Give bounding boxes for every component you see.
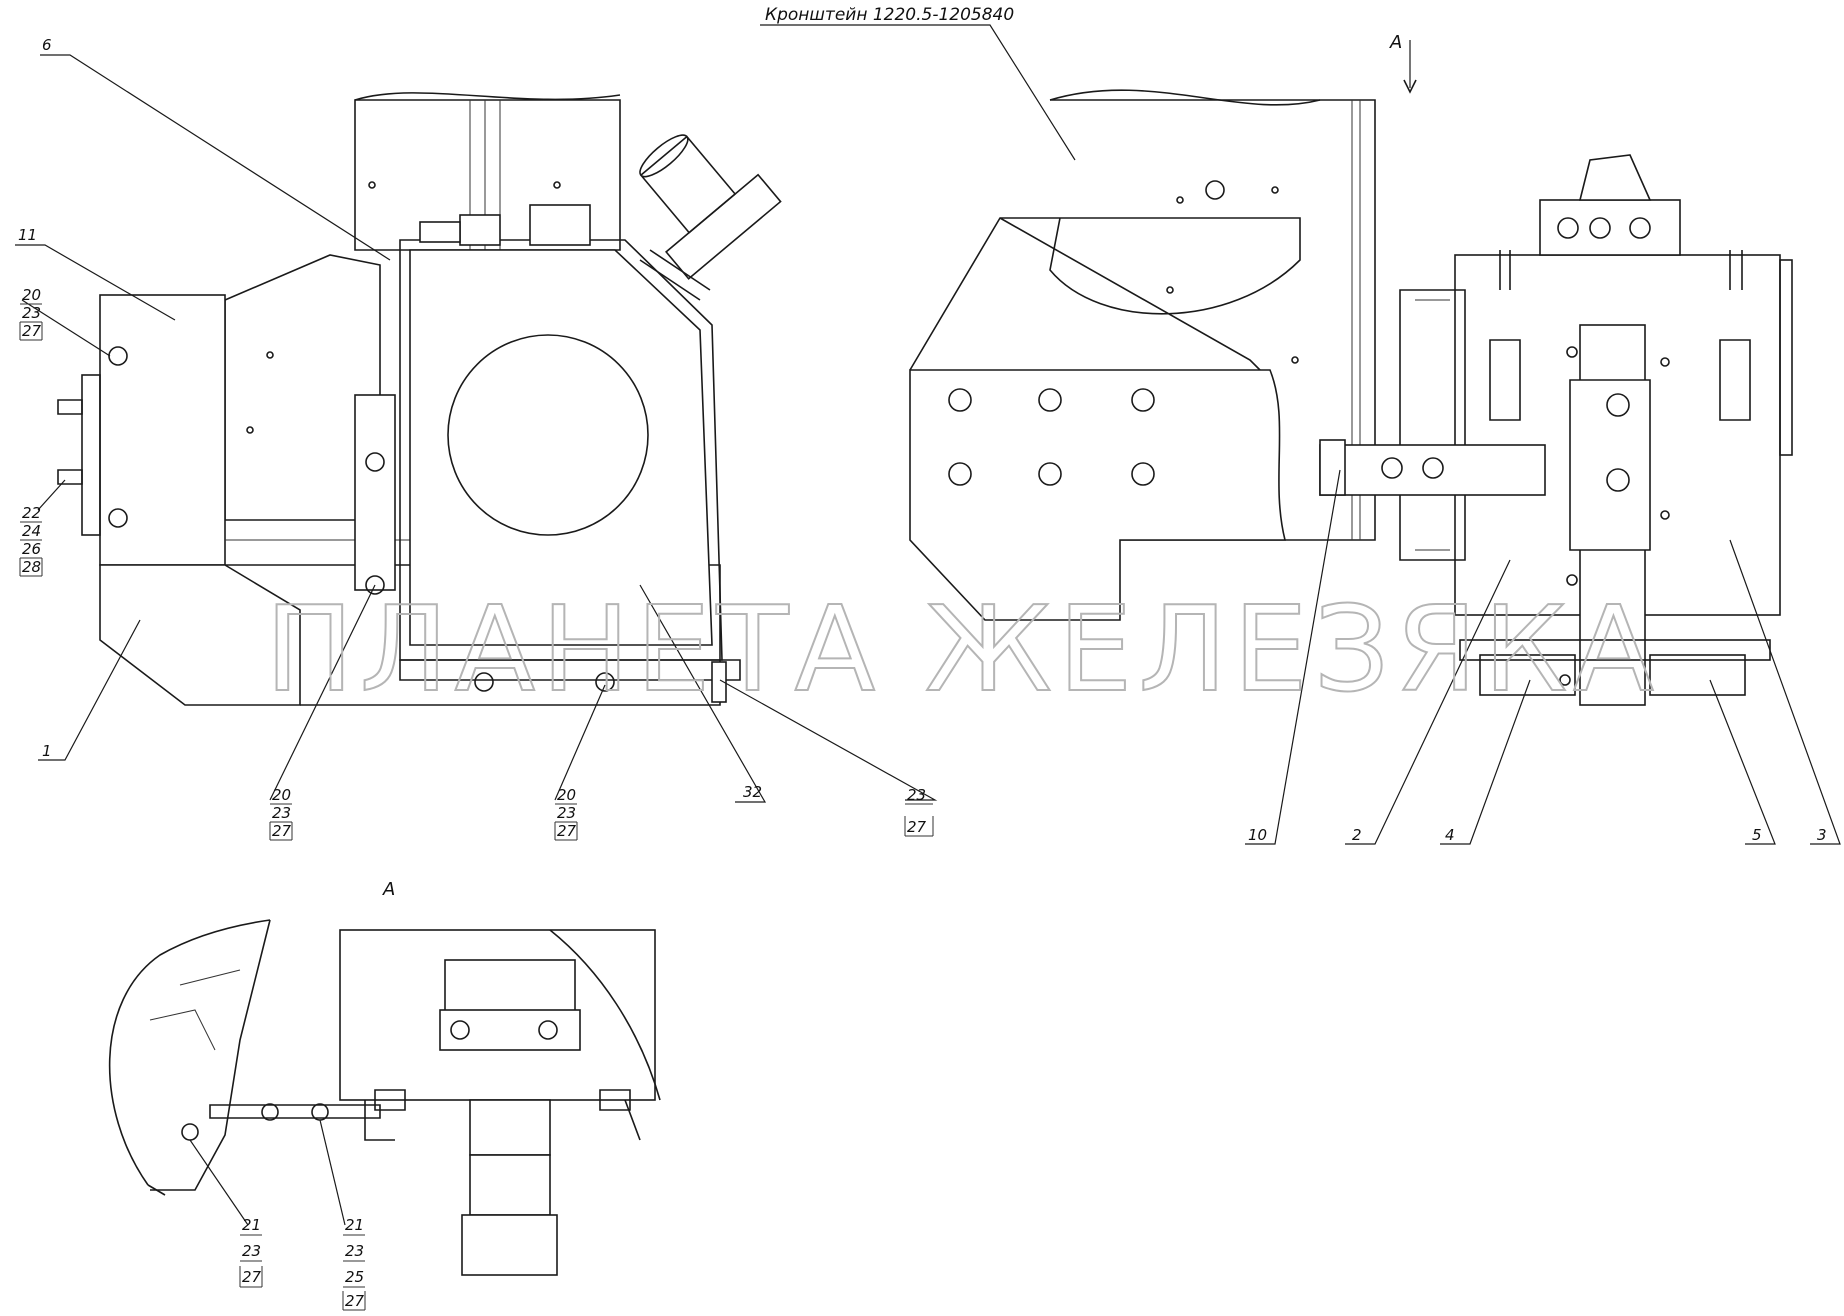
callout-4: 4 xyxy=(1445,826,1455,844)
leader-lines xyxy=(15,24,1841,1226)
stack-item: 20 xyxy=(557,786,576,804)
stack-item: 23 xyxy=(345,1242,364,1260)
stack-item: 20 xyxy=(272,786,291,804)
stack-item: 27 xyxy=(242,1268,262,1286)
view-a-arrow-label: A xyxy=(1389,32,1402,53)
view-a xyxy=(108,919,661,1276)
stack-item: 27 xyxy=(22,322,42,340)
stack-item: 23 xyxy=(242,1242,261,1260)
stack-mid-a: 20 23 27 xyxy=(269,786,293,841)
callout-2: 2 xyxy=(1352,826,1362,844)
stack-item: 27 xyxy=(345,1292,365,1310)
stack-item: 23 xyxy=(22,304,41,322)
stack-item: 23 xyxy=(272,804,291,822)
stack-item: 20 xyxy=(22,286,41,304)
watermark: ПЛАНЕТА ЖЕЛЕЗЯКА xyxy=(265,580,1660,718)
stack-item: 27 xyxy=(272,822,292,840)
stack-item: 24 xyxy=(22,522,41,540)
stack-item: 21 xyxy=(242,1216,261,1234)
stack-item: 28 xyxy=(22,558,41,576)
stack-view-a-2: 21 23 25 27 xyxy=(342,1216,366,1311)
stack-view-a-1: 21 23 27 xyxy=(239,1216,263,1288)
left-assembly-view xyxy=(57,92,782,706)
stack-mid-b: 20 23 27 xyxy=(554,786,578,841)
callout-10: 10 xyxy=(1248,826,1267,844)
stack-item: 26 xyxy=(22,540,41,558)
stack-item: 25 xyxy=(345,1268,364,1286)
callout-1: 1 xyxy=(42,742,52,760)
callout-11: 11 xyxy=(18,226,37,244)
stack-item: 23 xyxy=(557,804,576,822)
callout-3: 3 xyxy=(1817,826,1827,844)
stack-item: 21 xyxy=(345,1216,364,1234)
plate-11 xyxy=(99,294,226,566)
callout-6: 6 xyxy=(42,36,52,54)
stack-item: 22 xyxy=(22,504,41,522)
battery-circle xyxy=(447,334,649,536)
stack-item: 27 xyxy=(907,818,927,836)
battery-32 xyxy=(409,249,713,646)
callout-32: 32 xyxy=(743,783,762,801)
view-a-title: A xyxy=(382,879,395,900)
stack-item: 27 xyxy=(557,822,577,840)
side-view xyxy=(1319,154,1793,706)
stack-left-bottom: 22 24 26 28 xyxy=(19,504,43,577)
bracket-view xyxy=(909,89,1376,621)
stack-mid-c: 23 27 xyxy=(904,786,934,837)
labels: Кронштейн 1220.5-1205840 A A 6 11 1 32 1… xyxy=(18,5,1827,1311)
bracket-10 xyxy=(1319,444,1546,496)
stack-left-top: 20 23 27 xyxy=(19,286,43,341)
bracket-label: Кронштейн 1220.5-1205840 xyxy=(765,5,1014,25)
stack-item: 23 xyxy=(907,786,926,804)
callout-5: 5 xyxy=(1752,826,1762,844)
